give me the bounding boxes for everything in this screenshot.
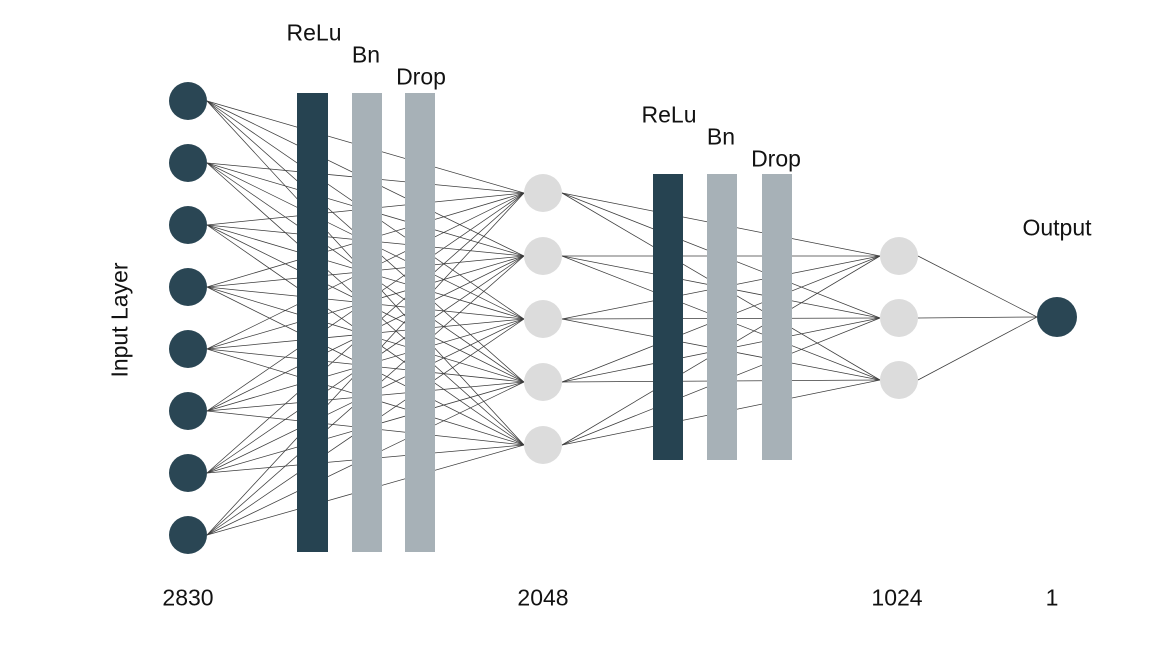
input-node (169, 206, 207, 244)
bar-label-bn-2: Bn (706, 123, 736, 150)
bar-label-drop-1: Drop (396, 63, 446, 90)
hidden-1-node (524, 300, 562, 338)
layer-bar-bn-2 (707, 174, 737, 460)
input-node (169, 144, 207, 182)
output-node (1037, 297, 1077, 337)
edge-line (917, 316, 1038, 381)
bar-label-relu-2: ReLu (641, 101, 697, 128)
hidden-2-node (880, 299, 918, 337)
input-node (169, 82, 207, 120)
input-layer-label: Input Layer (106, 262, 133, 378)
layer-bar-bn-1 (352, 93, 382, 552)
input-node (169, 268, 207, 306)
layer-bar-relu-2 (653, 174, 683, 460)
bar-label-bn-1: Bn (351, 41, 381, 68)
layer-bar-drop-2 (762, 174, 792, 460)
input-node (169, 392, 207, 430)
layer-bar-relu-1 (297, 93, 328, 552)
layer-bar-drop-1 (405, 93, 435, 552)
hidden-1-node (524, 237, 562, 275)
hidden-1-node (524, 174, 562, 212)
layer-units-label-hidden1: 2048 (517, 584, 569, 611)
layer-units-label-hidden2: 1024 (871, 584, 923, 611)
hidden-1-node (524, 426, 562, 464)
hidden-2-node (880, 361, 918, 399)
edge-line (917, 255, 1038, 318)
layer-units-label-output: 1 (1045, 584, 1059, 611)
edge-line (917, 316, 1038, 319)
input-node (169, 516, 207, 554)
input-node (169, 330, 207, 368)
hidden-1-node (524, 363, 562, 401)
output-label: Output (1022, 214, 1092, 241)
layer-units-label-input: 2830 (162, 584, 214, 611)
bar-label-drop-2: Drop (751, 145, 801, 172)
bar-label-relu-1: ReLu (286, 19, 342, 46)
input-node (169, 454, 207, 492)
hidden-2-node (880, 237, 918, 275)
